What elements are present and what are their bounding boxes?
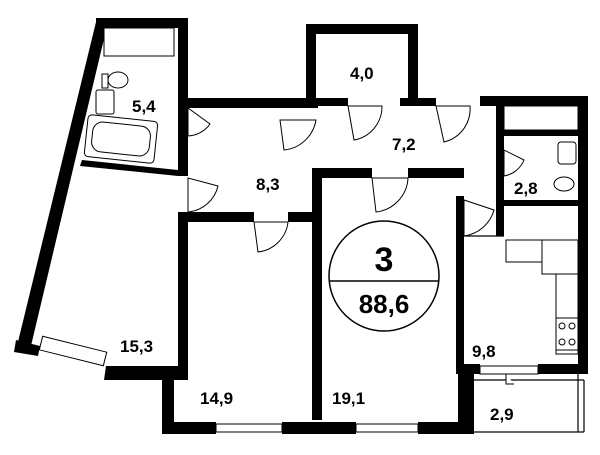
wall-living-bottom-right xyxy=(104,366,188,380)
sink-icon xyxy=(95,89,115,115)
area-kitchen: 9,8 xyxy=(472,342,496,361)
door-living xyxy=(187,177,219,213)
wall-bath-slant xyxy=(80,160,178,176)
room-labels: 5,4 4,0 7,2 8,3 2,8 15,3 9,8 14,9 19,1 2… xyxy=(120,64,538,424)
area-balcony: 2,9 xyxy=(490,405,514,424)
window-bath-top xyxy=(103,27,175,57)
wall-right-outer xyxy=(578,96,588,372)
door-bedroom-middle xyxy=(371,177,409,213)
apartment-badge: 3 88,6 xyxy=(328,220,440,332)
windows xyxy=(38,27,579,433)
door-hall-left xyxy=(279,119,317,151)
wall-storage-bottom-right xyxy=(400,98,436,106)
badge-room-count: 3 xyxy=(375,241,394,279)
wall-living-hall xyxy=(178,100,188,176)
door-bath-left xyxy=(187,107,211,137)
wall-bottom xyxy=(162,422,216,434)
area-hall-left: 8,3 xyxy=(256,175,280,194)
area-storage: 4,0 xyxy=(350,64,374,83)
wall-bath-top xyxy=(96,18,188,28)
toilet-right-icon xyxy=(553,176,575,192)
doors xyxy=(187,105,525,385)
wall-mid-top-right xyxy=(408,168,464,178)
door-rbath xyxy=(503,149,525,177)
wall-bottom-right-stub xyxy=(458,366,474,434)
area-bathroom-right: 2,8 xyxy=(514,179,538,198)
door-storage xyxy=(347,105,383,141)
wall-hall-top xyxy=(178,98,318,108)
toilet-tank-icon xyxy=(101,73,109,89)
wall-bath-right xyxy=(178,18,188,100)
wall-kitchen-bottom-right xyxy=(538,364,588,374)
window-bedroom-left xyxy=(215,423,283,433)
wall-bottom-mid1 xyxy=(282,422,356,434)
area-bedroom-left: 14,9 xyxy=(200,389,233,408)
door-balcony xyxy=(505,374,514,385)
burner-icon-2 xyxy=(568,322,576,330)
burner-icon-4 xyxy=(568,338,576,346)
area-hall-right: 7,2 xyxy=(392,135,416,154)
stove-icon xyxy=(555,317,579,351)
wall-lbed-top xyxy=(180,212,254,222)
wall-storage-bottom xyxy=(316,98,348,106)
toilet-icon xyxy=(107,71,129,89)
badge-total-area: 88,6 xyxy=(359,289,410,319)
kitchen-sink-icon xyxy=(541,239,579,275)
wall-rbath-bottom xyxy=(496,200,588,206)
wall-living-bottom xyxy=(14,340,40,356)
area-bathroom-left: 5,4 xyxy=(132,97,156,116)
sink-right-icon xyxy=(557,141,577,165)
burner-icon-3 xyxy=(558,338,566,346)
wall-rbath-mid xyxy=(496,130,588,136)
wall-mid-left xyxy=(312,168,322,420)
fixtures xyxy=(83,71,579,355)
wall-kitchen-left xyxy=(456,196,464,374)
wall-rbath-left xyxy=(496,100,504,236)
wall-top-right xyxy=(480,96,588,106)
burner-icon-1 xyxy=(558,322,566,330)
wall-lbed-left xyxy=(178,212,188,378)
walls xyxy=(14,18,588,434)
area-bedroom-middle: 19,1 xyxy=(332,389,365,408)
window-rbath xyxy=(503,105,579,131)
bathtub-inner-icon xyxy=(91,121,151,157)
window-bedroom-middle xyxy=(355,423,419,433)
area-living-room: 15,3 xyxy=(120,337,153,356)
wall-storage-left xyxy=(306,24,316,108)
wall-storage-right xyxy=(408,24,418,106)
window-living xyxy=(38,335,108,367)
thin-lines xyxy=(460,200,585,433)
door-hall-right xyxy=(435,105,471,143)
wall-lbed-top-right xyxy=(288,212,322,222)
badge-circle xyxy=(328,220,440,332)
wall-mid-top xyxy=(316,168,372,178)
wall-left-slanted xyxy=(16,22,108,350)
window-kitchen xyxy=(479,365,539,375)
wall-storage-top xyxy=(306,24,418,34)
door-kitchen xyxy=(463,199,495,237)
wall-bottom-left xyxy=(162,366,174,434)
door-bedroom-left xyxy=(253,221,289,253)
